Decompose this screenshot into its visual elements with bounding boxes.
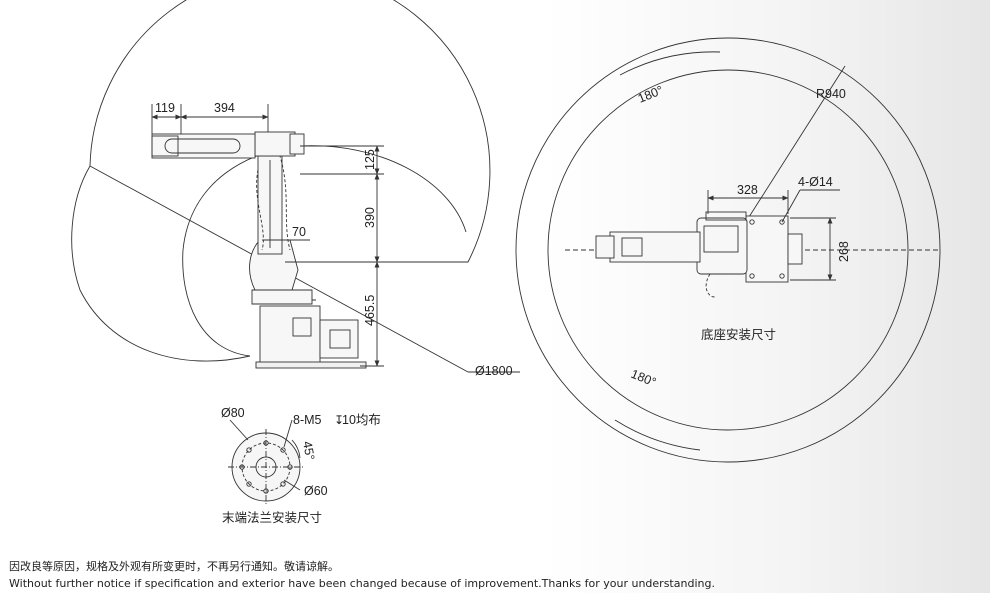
dim-465: 465.5 [363, 295, 377, 326]
robot-shoulder [251, 289, 313, 305]
dim-268: 268 [837, 241, 851, 262]
dim-394: 394 [214, 101, 235, 115]
dim-328: 328 [737, 183, 758, 197]
base-caption: 底座安装尺寸 [701, 327, 776, 342]
notice-chinese: 因改良等原因，规格及外观有所变更时，不再另行通知。敬请谅解。 [9, 560, 339, 573]
work-envelope-outer-arc [89, 0, 491, 263]
side-view [71, 0, 520, 373]
top-view-inner-circle [547, 69, 909, 431]
dim-70: 70 [292, 225, 306, 239]
depth-symbol: ↧ [334, 413, 344, 427]
dim-flange-holes-depth: 10均布 [342, 413, 381, 427]
technical-drawing: 119 394 125 390 70 465.5 Ø1800 Ø80 8-M5 … [71, 0, 941, 525]
notice-english: Without further notice if specification … [9, 577, 715, 590]
flange-caption: 末端法兰安装尺寸 [222, 510, 322, 525]
dim-flange-d80: Ø80 [221, 406, 245, 420]
dim-390: 390 [363, 207, 377, 228]
work-envelope-inner-arc [182, 145, 467, 357]
angle-bottom: 180° [629, 367, 658, 390]
dim-flange-d60: Ø60 [304, 484, 328, 498]
top-view-outer-circle [515, 37, 941, 463]
angle-top: 180° [636, 83, 665, 106]
robot-forearm [151, 133, 256, 159]
dim-flange-holes: 8-M5 [293, 413, 322, 427]
dim-125: 125 [363, 149, 377, 170]
flange-view [228, 419, 304, 505]
dim-radius: R940 [816, 87, 846, 101]
dim-reach-diameter: Ø1800 [475, 364, 513, 378]
top-view [515, 37, 941, 463]
dim-119: 119 [155, 101, 175, 115]
dim-flange-angle: 45° [300, 440, 317, 461]
dim-base-holes: 4-Ø14 [798, 175, 833, 189]
robot-base [259, 305, 321, 365]
top-view-arm [609, 231, 701, 263]
footer-notice: 因改良等原因，规格及外观有所变更时，不再另行通知。敬请谅解。 Without f… [9, 558, 984, 592]
top-view-base-plate [745, 215, 789, 283]
